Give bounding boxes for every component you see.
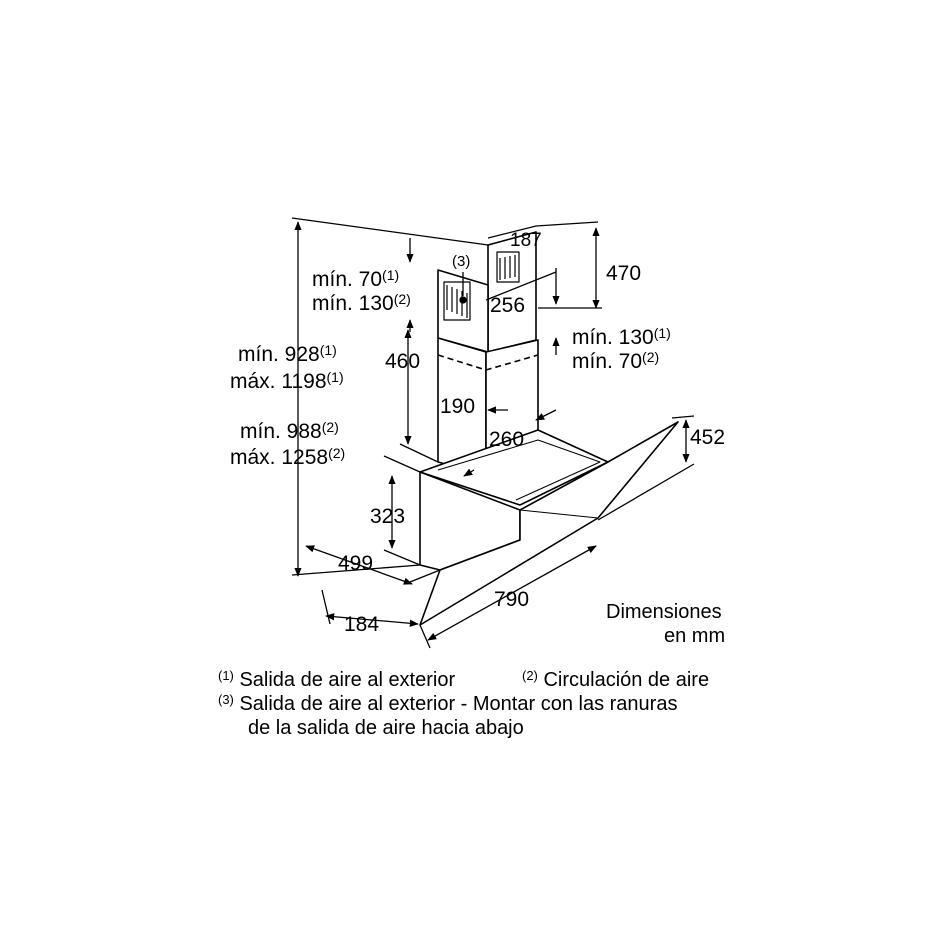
dim-184: 184 (344, 613, 380, 636)
dim-499-line (305, 545, 413, 585)
chimney-overlap-line (437, 354, 539, 371)
air-slots-left (443, 281, 471, 321)
dim-256: 256 (490, 294, 526, 317)
hood-body-inner (437, 439, 601, 501)
footnote-1: (1) Salida de aire al exterior (218, 668, 456, 691)
footnote-2: (2) Circulación de aire (522, 668, 710, 691)
total1-min-label: mín. 928(1) (238, 342, 337, 366)
callout-3-label: (3) (452, 253, 471, 270)
dim-187-line (487, 225, 537, 239)
air-slots-right (496, 251, 520, 283)
units-line-2: en mm (664, 625, 726, 647)
ext-right-min-label: mín. 130(1) (572, 325, 671, 349)
dim-190: 190 (440, 395, 476, 418)
dim-323: 323 (370, 505, 406, 528)
dim-470: 470 (606, 262, 642, 285)
dim-260-line (535, 409, 557, 421)
glass-edge (519, 509, 599, 519)
footnote-3: (3) Salida de aire al exterior - Montar … (218, 692, 678, 715)
ext-left-min2-label: mín. 130(2) (312, 291, 411, 315)
dim-184-line (325, 613, 419, 627)
units-line-1: Dimensiones (606, 601, 722, 623)
dim-460: 460 (385, 350, 421, 373)
ext-right-min2-label: mín. 70(2) (572, 349, 660, 373)
dim-790: 790 (494, 588, 530, 611)
dim-790-line (427, 545, 597, 641)
total2-min-label: mín. 988(2) (240, 419, 339, 443)
dim-187: 187 (510, 230, 542, 251)
footnote-3-cont: de la salida de aire hacia abajo (248, 717, 524, 739)
dim-260: 260 (489, 428, 525, 451)
total1-max-label: máx. 1198(1) (230, 369, 344, 393)
dim-452: 452 (690, 426, 726, 449)
total2-max-label: máx. 1258(2) (230, 445, 346, 469)
dim-499: 499 (338, 552, 374, 575)
ext-left-min-label: mín. 70(1) (312, 267, 400, 291)
